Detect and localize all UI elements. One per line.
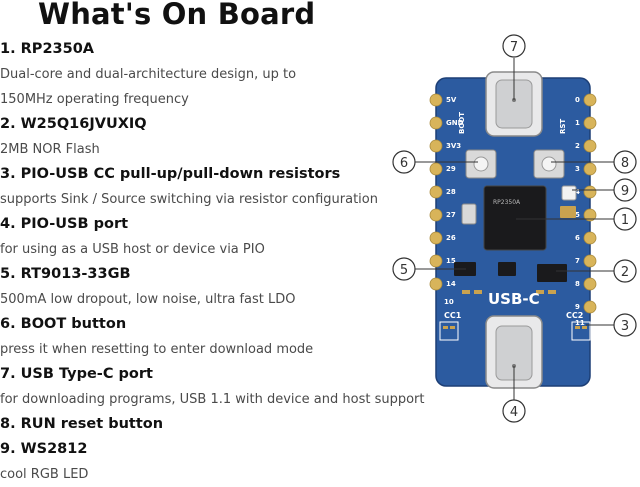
callout-number: 9 (621, 184, 629, 199)
feature-desc: for downloading programs, USB 1.1 with d… (0, 392, 425, 407)
pin-label: 8 (575, 280, 580, 288)
cc2-silk: CC2 (566, 311, 583, 320)
feature-item: 9. WS2812 cool RGB LED (0, 437, 430, 487)
page-title: What's On Board (38, 0, 316, 31)
ws2812-led (561, 185, 577, 201)
feature-item: 6. BOOT button press it when resetting t… (0, 312, 430, 362)
pin-label: 4 (575, 188, 580, 196)
usb-c-silk: USB-C (488, 290, 540, 308)
feature-heading: 5. RT9013-33GB (0, 266, 131, 282)
feature-item: 7. USB Type-C port for downloading progr… (0, 362, 430, 412)
feature-item: 1. RP2350A Dual-core and dual-architectu… (0, 37, 430, 112)
feature-item: 5. RT9013-33GB 500mA low dropout, low no… (0, 262, 430, 312)
feature-desc: cool RGB LED (0, 467, 89, 482)
pin-label: 2 (575, 142, 580, 150)
feature-desc: 150MHz operating frequency (0, 92, 189, 107)
pin-label: 3V3 (446, 142, 461, 150)
feature-item: 4. PIO-USB port for using as a USB host … (0, 212, 430, 262)
pin-label: 28 (446, 188, 456, 196)
feature-item: 3. PIO-USB CC pull-up/pull-down resistor… (0, 162, 430, 212)
pin-label: 29 (446, 165, 456, 173)
pin-label: 15 (446, 257, 456, 265)
cc-resistors (439, 321, 591, 341)
callout-number: 1 (621, 213, 629, 228)
feature-heading: 8. RUN reset button (0, 416, 164, 432)
callout-number: 8 (621, 156, 629, 171)
callout-number: 3 (621, 319, 629, 334)
feature-heading: 7. USB Type-C port (0, 366, 153, 382)
cc1-silk: CC1 (444, 311, 462, 320)
feature-desc: for using as a USB host or device via PI… (0, 242, 265, 257)
pin-label: 0 (575, 96, 580, 104)
feature-heading: 6. BOOT button (0, 316, 127, 332)
callout-number: 6 (400, 156, 408, 171)
w25q16-flash (537, 264, 567, 282)
rst-silk: RST (559, 119, 567, 134)
rp2350a-chip (483, 185, 547, 251)
pin-label: 26 (446, 234, 456, 242)
feature-heading: 4. PIO-USB port (0, 216, 129, 232)
feature-desc: Dual-core and dual-architecture design, … (0, 67, 297, 82)
feature-item: 8. RUN reset button (0, 412, 430, 437)
boot-silk: BOOT (458, 112, 466, 134)
feature-item: 2. W25Q16JVUXIQ 2MB NOR Flash (0, 112, 430, 162)
feature-heading: 2. W25Q16JVUXIQ (0, 116, 147, 132)
left-pads (429, 93, 443, 291)
right-pads (583, 93, 597, 314)
feature-desc: press it when resetting to enter downloa… (0, 342, 314, 357)
pin-label: 7 (575, 257, 580, 265)
feature-desc: 500mA low dropout, low noise, ultra fast… (0, 292, 296, 307)
callout-number: 7 (510, 40, 518, 55)
pin-label: 11 (575, 319, 585, 327)
pin-label: 5V (446, 96, 457, 104)
pin-label: 10 (444, 298, 454, 306)
pin-label: GND (446, 119, 464, 127)
pin-label: 9 (575, 303, 580, 311)
pin-label: 14 (446, 280, 456, 288)
feature-list: 1. RP2350A Dual-core and dual-architectu… (0, 37, 430, 487)
feature-desc: 2MB NOR Flash (0, 142, 100, 157)
chip-marking: RP2350A (493, 199, 521, 206)
feature-desc: supports Sink / Source switching via res… (0, 192, 378, 207)
pin-label: 27 (446, 211, 456, 219)
pin-label: 3 (575, 165, 580, 173)
callout-number: 5 (400, 263, 408, 278)
pin-label: 1 (575, 119, 580, 127)
feature-heading: 3. PIO-USB CC pull-up/pull-down resistor… (0, 166, 341, 182)
pin-label: 6 (575, 234, 580, 242)
pin-label: 5 (575, 211, 580, 219)
feature-heading: 1. RP2350A (0, 41, 95, 57)
callout-number: 4 (510, 405, 518, 420)
callout-number: 2 (621, 265, 629, 280)
feature-heading: 9. WS2812 (0, 441, 88, 457)
